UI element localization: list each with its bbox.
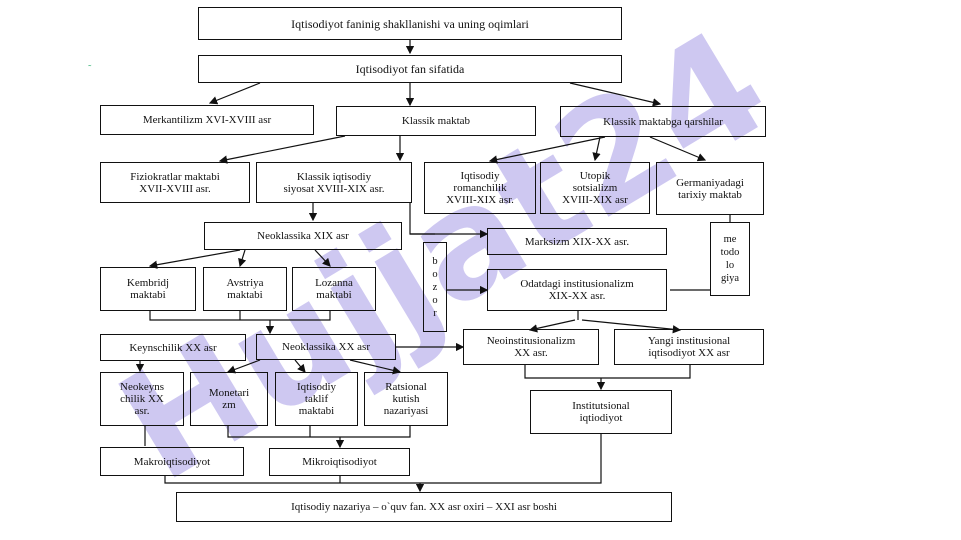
arrow-neo19-to-kembridj: [148, 249, 241, 269]
node-taklif: Iqtisodiy taklif maktabi: [275, 372, 358, 426]
node-label: Iqtisodiyot faninig shakllanishi va unin…: [291, 16, 529, 31]
node-label: Makroiqtisodiyot: [133, 455, 211, 468]
node-label: Yangi institusional iqtisodiyot XX asr: [647, 335, 731, 359]
node-label: Merkantilizm XVI-XVIII asr: [142, 114, 272, 126]
node-utopik: Utopik sotsializm XVIII-XIX asr: [540, 162, 650, 214]
arrow-neo19-to-lozanna: [314, 249, 331, 267]
line-institutsional-down: [420, 434, 602, 484]
node-neoinst: Neoinstitusionalizm XX asr.: [463, 329, 599, 365]
line-bottom-merge: [227, 426, 411, 438]
node-label: Neokeyns chilik XX asr.: [120, 381, 164, 417]
node-label: b o z o r: [432, 255, 438, 319]
arrow-neo19-to-avstriya: [238, 249, 247, 268]
node-merkantilizm: Merkantilizm XVI-XVIII asr: [100, 105, 314, 135]
node-label: Iqtisodiyot fan sifatida: [355, 62, 465, 76]
node-label: Germaniyadagi tarixiy maktab: [676, 176, 744, 201]
node-odatdagi-inst: Odatdagi institusionalizm XIX-XX asr.: [487, 269, 667, 311]
node-label: Marksizm XIX-XX asr.: [524, 235, 630, 248]
node-label: Iqtisodiy nazariya – o`quv fan. XX asr o…: [291, 501, 557, 513]
node-neoklassika-20: Neoklassika XX asr: [256, 334, 396, 360]
node-institutsional: Institutsional iqtiodiyot: [530, 390, 672, 434]
node-label: Klassik iqtisodiy siyosat XVIII-XIX asr.: [283, 170, 385, 195]
node-ratsional: Ratsional kutish nazariyasi: [364, 372, 448, 426]
node-label: Iqtisodiy taklif maktabi: [296, 381, 337, 417]
node-label: Klassik maktabga qarshilar: [603, 115, 723, 128]
node-avstriya: Avstriya maktabi: [203, 267, 287, 311]
node-label: Fiziokratlar maktabi XVII-XVIII asr.: [130, 170, 220, 195]
node-label: Keynschilik XX asr: [129, 341, 217, 354]
node-bozor: b o z o r: [423, 242, 447, 332]
node-iqtisodiyot-fan: Iqtisodiyot fan sifatida: [198, 55, 622, 83]
node-yangi-inst: Yangi institusional iqtisodiyot XX asr: [614, 329, 764, 365]
node-kembridj: Kembridj maktabi: [100, 267, 196, 311]
node-lozanna: Lozanna maktabi: [292, 267, 376, 311]
arrow-qarshilar-to-romanchilik: [488, 136, 606, 164]
arrow-fan-to-merkantilizm: [208, 82, 261, 105]
node-label: Odatdagi institusionalizm XIX-XX asr.: [520, 278, 634, 302]
node-keynschilik: Keynschilik XX asr: [100, 334, 246, 361]
node-label: Neoklassika XIX asr: [257, 230, 349, 242]
arrow-qarshilar-to-germaniya: [649, 136, 707, 162]
arrow-odatdagi-to-neoinst: [528, 319, 576, 333]
arrow-fan-to-qarshilar: [569, 82, 662, 107]
node-label: Neoinstitusionalizm XX asr.: [486, 335, 576, 359]
node-label: Neoklassika XX asr: [282, 341, 370, 353]
arrow-neo20-to-monetarizm: [226, 359, 261, 374]
node-mikro: Mikroiqtisodiyot: [269, 448, 410, 476]
node-neokeyns: Neokeyns chilik XX asr.: [100, 372, 184, 426]
node-top-title: Iqtisodiyot faninig shakllanishi va unin…: [198, 7, 622, 40]
node-marksizm: Marksizm XIX-XX asr.: [487, 228, 667, 255]
node-fiziokratlar: Fiziokratlar maktabi XVII-XVIII asr.: [100, 162, 250, 203]
node-klassik-maktab: Klassik maktab: [336, 106, 536, 136]
node-klassik-qarshilar: Klassik maktabga qarshilar: [560, 106, 766, 137]
node-klassik-siyosat: Klassik iqtisodiy siyosat XVIII-XIX asr.: [256, 162, 412, 203]
node-label: Kembridj maktabi: [126, 277, 170, 301]
node-monetarizm: Monetari zm: [190, 372, 268, 426]
node-label: Utopik sotsializm XVIII-XIX asr: [562, 170, 628, 206]
arrow-qarshilar-to-utopik: [592, 136, 601, 162]
node-label: Avstriya maktabi: [226, 277, 264, 301]
node-label: Klassik maktab: [401, 115, 471, 127]
arrow-neo20-to-ratsional: [349, 359, 402, 375]
node-label: Institutsional iqtiodiyot: [572, 400, 630, 424]
arrow-neo20-to-taklif: [294, 359, 306, 373]
node-nazariya: Iqtisodiy nazariya – o`quv fan. XX asr o…: [176, 492, 672, 522]
arrow-klassik-to-fiziokratlar: [218, 135, 346, 164]
stray-mark: ˜: [88, 64, 92, 75]
line-makro-down: [164, 476, 420, 484]
node-metodologiya: me todo lo giya: [710, 222, 750, 296]
arrow-odatdagi-to-yangi: [581, 319, 682, 334]
node-neoklassika-19: Neoklassika XIX asr: [204, 222, 402, 250]
node-label: me todo lo giya: [720, 234, 740, 284]
node-germaniya: Germaniyadagi tarixiy maktab: [656, 162, 764, 215]
node-makro: Makroiqtisodiyot: [100, 447, 244, 476]
node-label: Ratsional kutish nazariyasi: [383, 381, 429, 417]
node-label: Lozanna maktabi: [315, 277, 353, 301]
node-label: Mikroiqtisodiyot: [302, 456, 377, 468]
node-label: Monetari zm: [208, 387, 250, 411]
node-label: Iqtisodiy romanchilik XVIII-XIX asr.: [446, 170, 514, 206]
line-neoinst-merge: [524, 365, 691, 379]
node-romanchilik: Iqtisodiy romanchilik XVIII-XIX asr.: [424, 162, 536, 214]
